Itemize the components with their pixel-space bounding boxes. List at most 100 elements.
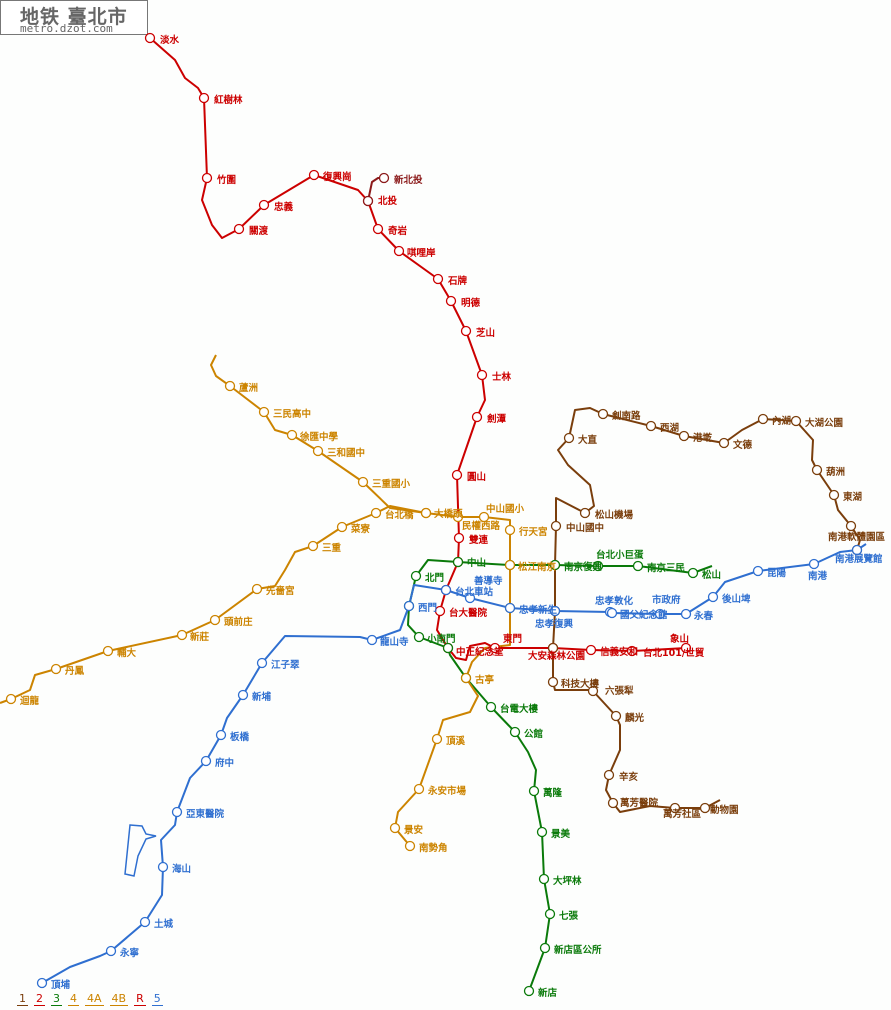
station-marker[interactable] xyxy=(606,607,618,619)
station-marker[interactable] xyxy=(139,916,151,928)
station-marker[interactable] xyxy=(442,642,454,654)
station-marker[interactable] xyxy=(687,567,699,579)
station-label[interactable]: 港墘 xyxy=(693,432,713,444)
station-marker[interactable] xyxy=(699,802,711,814)
station-label[interactable]: 南港 xyxy=(808,570,828,582)
station-marker[interactable] xyxy=(504,559,516,571)
station-label[interactable]: 小南門 xyxy=(426,633,456,645)
station-label[interactable]: 新店區公所 xyxy=(554,944,602,956)
station-label[interactable]: 江子翠 xyxy=(271,659,300,671)
station-marker[interactable] xyxy=(445,295,457,307)
station-marker[interactable] xyxy=(476,369,488,381)
station-label[interactable]: 動物園 xyxy=(710,804,739,816)
station-marker[interactable] xyxy=(603,769,615,781)
station-marker[interactable] xyxy=(489,642,501,654)
station-label[interactable]: 萬芳社區 xyxy=(663,808,702,820)
station-label[interactable]: 東湖 xyxy=(842,491,863,503)
station-marker[interactable] xyxy=(680,608,692,620)
station-marker[interactable] xyxy=(453,532,465,544)
station-marker[interactable] xyxy=(144,32,156,44)
station-marker[interactable] xyxy=(378,172,390,184)
station-marker[interactable] xyxy=(610,710,622,722)
station-marker[interactable] xyxy=(256,657,268,669)
station-marker[interactable] xyxy=(308,169,320,181)
station-label[interactable]: 中正紀念堂 xyxy=(456,646,504,658)
station-label[interactable]: 松江南京 xyxy=(518,561,557,573)
legend-line-1[interactable]: 1 xyxy=(17,992,28,1006)
station-label[interactable]: 中山國中 xyxy=(566,522,604,534)
station-marker[interactable] xyxy=(547,676,559,688)
station-label[interactable]: 松山 xyxy=(702,569,721,581)
station-marker[interactable] xyxy=(432,273,444,285)
station-marker[interactable] xyxy=(200,755,212,767)
station-marker[interactable] xyxy=(478,511,490,523)
station-marker[interactable] xyxy=(678,430,690,442)
station-label[interactable]: 新北投 xyxy=(394,174,423,186)
station-marker[interactable] xyxy=(536,826,548,838)
station-label[interactable]: 大橋頭 xyxy=(434,508,463,520)
station-label[interactable]: 信義安和 xyxy=(600,646,638,658)
station-label[interactable]: 北門 xyxy=(425,572,444,584)
station-marker[interactable] xyxy=(413,783,425,795)
legend-line-5[interactable]: 5 xyxy=(151,992,163,1006)
station-label[interactable]: 亞東醫院 xyxy=(186,808,225,820)
station-label[interactable]: 南京三民 xyxy=(647,562,685,574)
station-label[interactable]: 三和國中 xyxy=(327,447,365,459)
station-label[interactable]: 六張犁 xyxy=(605,685,634,697)
station-marker[interactable] xyxy=(509,726,521,738)
station-marker[interactable] xyxy=(5,693,17,705)
station-label[interactable]: 科技大樓 xyxy=(561,678,600,690)
station-label[interactable]: 昆陽 xyxy=(767,567,787,579)
station-label[interactable]: 頂溪 xyxy=(446,735,466,747)
station-label[interactable]: 七張 xyxy=(559,910,579,922)
station-marker[interactable] xyxy=(393,245,405,257)
station-label[interactable]: 南京復興 xyxy=(564,561,603,573)
station-label[interactable]: 頂埔 xyxy=(51,979,71,991)
station-label[interactable]: 海山 xyxy=(172,863,191,875)
station-label[interactable]: 唭哩岸 xyxy=(407,247,436,259)
station-label[interactable]: 文德 xyxy=(732,439,753,451)
station-label[interactable]: 內湖 xyxy=(772,415,792,427)
station-marker[interactable] xyxy=(171,806,183,818)
station-label[interactable]: 芝山 xyxy=(476,327,495,339)
station-label[interactable]: 西湖 xyxy=(660,422,680,434)
legend-line-4[interactable]: 4 xyxy=(68,992,79,1006)
station-marker[interactable] xyxy=(452,556,464,568)
station-marker[interactable] xyxy=(632,560,644,572)
station-marker[interactable] xyxy=(286,429,298,441)
station-marker[interactable] xyxy=(403,600,415,612)
station-label[interactable]: 永春 xyxy=(693,610,714,622)
station-marker[interactable] xyxy=(36,977,48,989)
station-label[interactable]: 雙連 xyxy=(469,534,489,546)
station-marker[interactable] xyxy=(845,520,857,532)
station-marker[interactable] xyxy=(597,408,609,420)
station-marker[interactable] xyxy=(539,942,551,954)
station-label[interactable]: 大安森林公園 xyxy=(528,650,585,662)
station-marker[interactable] xyxy=(50,663,62,675)
station-label[interactable]: 頭前庄 xyxy=(224,616,253,628)
station-marker[interactable] xyxy=(372,223,384,235)
station-label[interactable]: 中山 xyxy=(467,557,486,569)
station-marker[interactable] xyxy=(680,642,692,654)
station-label[interactable]: 龍山寺 xyxy=(380,636,409,648)
station-label[interactable]: 新店 xyxy=(538,987,558,999)
legend-line-4B[interactable]: 4B xyxy=(109,992,129,1006)
station-label[interactable]: 明德 xyxy=(461,297,481,309)
station-marker[interactable] xyxy=(312,445,324,457)
station-label[interactable]: 關渡 xyxy=(249,225,269,237)
station-label[interactable]: 松山機場 xyxy=(595,509,634,521)
station-marker[interactable] xyxy=(410,570,422,582)
station-marker[interactable] xyxy=(404,840,416,852)
station-marker[interactable] xyxy=(828,489,840,501)
station-marker[interactable] xyxy=(707,591,719,603)
station-marker[interactable] xyxy=(215,729,227,741)
station-label[interactable]: 辛亥 xyxy=(619,771,639,783)
station-marker[interactable] xyxy=(157,861,169,873)
station-marker[interactable] xyxy=(366,634,378,646)
station-label[interactable]: 南勢角 xyxy=(419,842,448,854)
station-marker[interactable] xyxy=(579,507,591,519)
station-marker[interactable] xyxy=(811,464,823,476)
station-label[interactable]: 台北小巨蛋 xyxy=(596,549,644,561)
station-label[interactable]: 新莊 xyxy=(190,631,210,643)
station-label[interactable]: 士林 xyxy=(492,371,512,383)
